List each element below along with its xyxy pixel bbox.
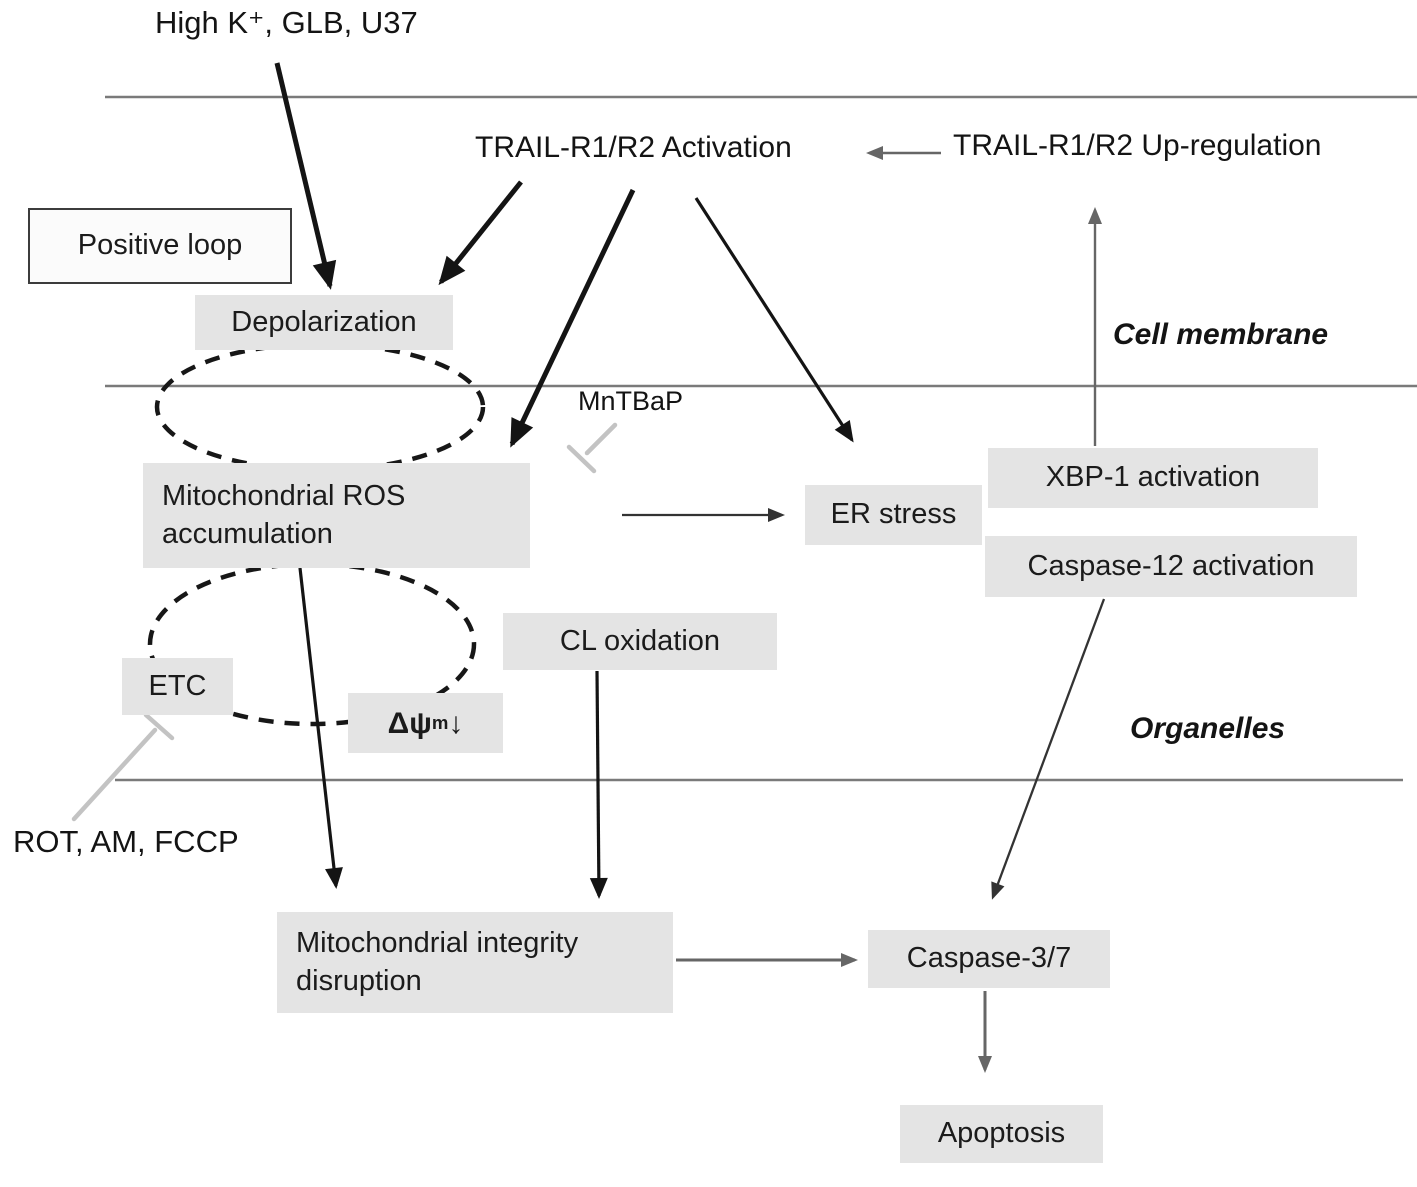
node-caspase37: Caspase-3/7 (868, 930, 1110, 988)
arrow-highk-to-depolarization (274, 62, 337, 290)
node-cl-oxidation-label: CL oxidation (559, 624, 721, 657)
label-mntbap: MnTBaP (578, 386, 684, 416)
node-mitochondrial-ros-line2: accumulation (162, 517, 333, 550)
node-mitochondrial-ros-line1: Mitochondrial ROS (162, 479, 406, 512)
label-trail-activation: TRAIL-R1/R2 Activation (475, 131, 792, 164)
inhibitor-mntbap-stem (584, 422, 618, 456)
label-high-k-glb-u37: High K⁺, GLB, U37 (155, 5, 418, 40)
node-depolarization-label: Depolarization (231, 305, 417, 338)
node-caspase12-activation-label: Caspase-12 activation (1027, 549, 1315, 582)
node-er-stress: ER stress (805, 485, 982, 545)
node-delta-psi-main: Δψ (387, 706, 432, 740)
node-apoptosis: Apoptosis (900, 1105, 1103, 1163)
node-apoptosis-label: Apoptosis (937, 1117, 1066, 1150)
node-caspase12-activation: Caspase-12 activation (985, 536, 1357, 597)
node-mitochondrial-ros: Mitochondrial ROS accumulation (143, 463, 530, 568)
node-delta-psi-down-arrow: ↓ (448, 706, 464, 740)
node-cl-oxidation: CL oxidation (503, 613, 777, 670)
node-xbp1-activation-label: XBP-1 activation (1045, 461, 1261, 494)
node-er-stress-label: ER stress (830, 498, 957, 531)
inhibitor-rot-cap (143, 712, 175, 741)
arrow-trail-to-er-stress (694, 197, 854, 443)
label-organelles: Organelles (1130, 712, 1286, 745)
inhibitor-rot-stem (71, 727, 158, 822)
arrow-mito-ros-to-integrity (298, 567, 343, 889)
label-rot-am-fccp: ROT, AM, FCCP (13, 824, 239, 859)
node-mitochondrial-integrity-line1: Mitochondrial integrity (296, 926, 579, 959)
label-cell-membrane: Cell membrane (1113, 318, 1329, 351)
arrow-cl-oxidation-to-integrity (589, 670, 608, 899)
node-positive-loop: Positive loop (28, 208, 292, 284)
node-etc: ETC (122, 658, 233, 715)
positive-loop-ellipse-upper (154, 341, 486, 473)
node-mitochondrial-integrity-line2: disruption (296, 964, 422, 997)
inhibitor-mntbap-cap (566, 444, 597, 474)
arrow-trail-to-depolarization (438, 180, 523, 286)
node-mitochondrial-integrity-disruption: Mitochondrial integrity disruption (277, 912, 673, 1013)
node-depolarization: Depolarization (195, 295, 453, 350)
node-positive-loop-label: Positive loop (77, 229, 243, 262)
node-etc-label: ETC (148, 669, 207, 702)
node-caspase37-label: Caspase-3/7 (906, 942, 1072, 975)
label-trail-upregulation: TRAIL-R1/R2 Up-regulation (953, 129, 1322, 162)
node-xbp1-activation: XBP-1 activation (988, 448, 1318, 508)
arrow-caspase12-to-caspase37 (991, 598, 1106, 900)
arrow-trail-to-mito-ros (509, 188, 636, 448)
